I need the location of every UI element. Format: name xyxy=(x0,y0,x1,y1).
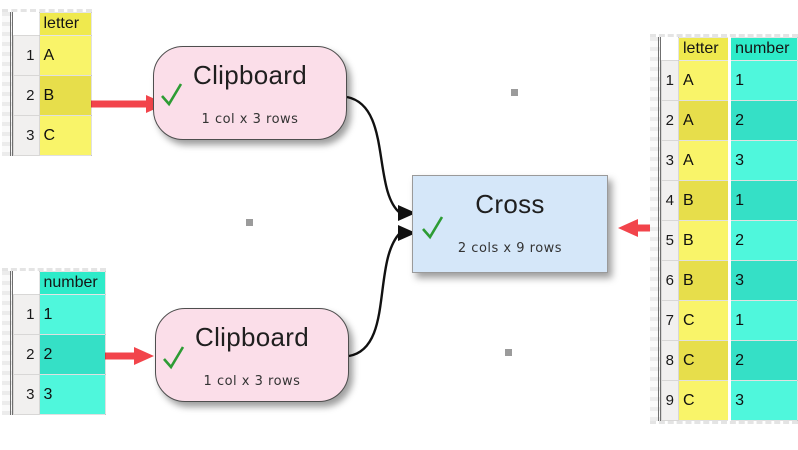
node-clipboard-top[interactable]: Clipboard 1 col x 3 rows xyxy=(153,46,347,140)
cell: C xyxy=(677,300,731,341)
result-table-fragment: letter number 1 A 1 2 A 2 3 A 3 4 B 1 xyxy=(650,34,798,424)
cell: A xyxy=(677,100,731,141)
cell: 2 xyxy=(728,220,798,261)
cell: B xyxy=(38,75,92,116)
table-row: 1 A 1 xyxy=(660,60,798,101)
column-header-letter: letter xyxy=(677,37,731,61)
corner-cell xyxy=(13,271,39,295)
row-number: 8 xyxy=(660,340,679,381)
cell: 2 xyxy=(728,340,798,381)
grid-dot xyxy=(505,349,512,356)
success-check-icon xyxy=(422,216,444,240)
table-row: 4 B 1 xyxy=(660,180,798,221)
connector-clipboard-bottom-to-cross xyxy=(348,232,401,358)
annotation-arrowhead-icon xyxy=(134,347,154,365)
cell: A xyxy=(677,60,731,101)
table-row: 3 C xyxy=(13,115,92,156)
node-clipboard-bottom[interactable]: Clipboard 1 col x 3 rows xyxy=(155,308,349,402)
row-number: 6 xyxy=(660,260,679,301)
table-row: 2 2 xyxy=(13,334,106,375)
node-size-label: 2 cols x 9 rows xyxy=(457,241,563,256)
row-number: 3 xyxy=(660,140,679,181)
number-table: number 1 1 2 2 3 3 xyxy=(13,271,106,415)
grid-dot xyxy=(511,89,518,96)
row-number: 1 xyxy=(660,60,679,101)
node-title: Clipboard xyxy=(195,322,309,352)
cell: 1 xyxy=(38,294,106,335)
cell: C xyxy=(38,115,92,156)
row-number: 2 xyxy=(13,75,40,116)
letter-table: letter 1 A 2 B 3 C xyxy=(13,12,92,156)
cell: C xyxy=(677,380,731,421)
node-size-label: 1 col x 3 rows xyxy=(203,374,301,389)
fragment-torn-edge xyxy=(2,12,13,156)
cell: 3 xyxy=(728,260,798,301)
row-number: 3 xyxy=(13,374,40,415)
table-row: 8 C 2 xyxy=(660,340,798,381)
cell: 2 xyxy=(38,334,106,375)
grid-dot xyxy=(246,219,253,226)
row-number: 2 xyxy=(13,334,40,375)
cell: 3 xyxy=(38,374,106,415)
cell: 1 xyxy=(728,180,798,221)
column-header-letter: letter xyxy=(38,12,92,36)
cell: B xyxy=(677,220,731,261)
cell: 3 xyxy=(728,140,798,181)
success-check-icon xyxy=(161,83,183,107)
table-row: 3 A 3 xyxy=(660,140,798,181)
node-title: Cross xyxy=(475,189,545,219)
row-number: 5 xyxy=(660,220,679,261)
table-row: 3 3 xyxy=(13,374,106,415)
cell: 2 xyxy=(728,100,798,141)
node-title: Clipboard xyxy=(193,60,307,90)
result-table: letter number 1 A 1 2 A 2 3 A 3 4 B 1 xyxy=(660,37,798,421)
cell: A xyxy=(677,140,731,181)
success-check-icon xyxy=(163,346,185,370)
cell: 1 xyxy=(728,60,798,101)
connector-clipboard-top-to-cross xyxy=(346,95,401,214)
cell: A xyxy=(38,35,92,76)
table-row: 6 B 3 xyxy=(660,260,798,301)
row-number: 3 xyxy=(13,115,40,156)
fragment-torn-edge xyxy=(2,271,13,415)
letter-table-fragment: letter 1 A 2 B 3 C xyxy=(2,9,92,156)
corner-cell xyxy=(13,12,39,36)
table-row: 5 B 2 xyxy=(660,220,798,261)
row-number: 1 xyxy=(13,294,40,335)
cell: C xyxy=(677,340,731,381)
cell: 3 xyxy=(728,380,798,421)
node-size-label: 1 col x 3 rows xyxy=(201,112,299,127)
table-row: 2 B xyxy=(13,75,92,116)
row-number: 9 xyxy=(660,380,679,421)
corner-cell xyxy=(661,37,679,61)
row-number: 4 xyxy=(660,180,679,221)
table-row: 7 C 1 xyxy=(660,300,798,341)
row-number: 2 xyxy=(660,100,679,141)
column-header-number: number xyxy=(38,271,106,295)
annotation-arrowhead-icon xyxy=(618,219,638,237)
row-number: 7 xyxy=(660,300,679,341)
table-row: 1 A xyxy=(13,35,92,76)
cell: 1 xyxy=(728,300,798,341)
node-cross[interactable]: Cross 2 cols x 9 rows xyxy=(412,175,608,273)
number-table-fragment: number 1 1 2 2 3 3 xyxy=(2,268,106,415)
column-header-number: number xyxy=(728,37,798,61)
table-row: 2 A 2 xyxy=(660,100,798,141)
cell: B xyxy=(677,180,731,221)
table-row: 1 1 xyxy=(13,294,106,335)
fragment-torn-edge xyxy=(650,37,661,421)
cell: B xyxy=(677,260,731,301)
row-number: 1 xyxy=(13,35,40,76)
table-row: 9 C 3 xyxy=(660,380,798,421)
